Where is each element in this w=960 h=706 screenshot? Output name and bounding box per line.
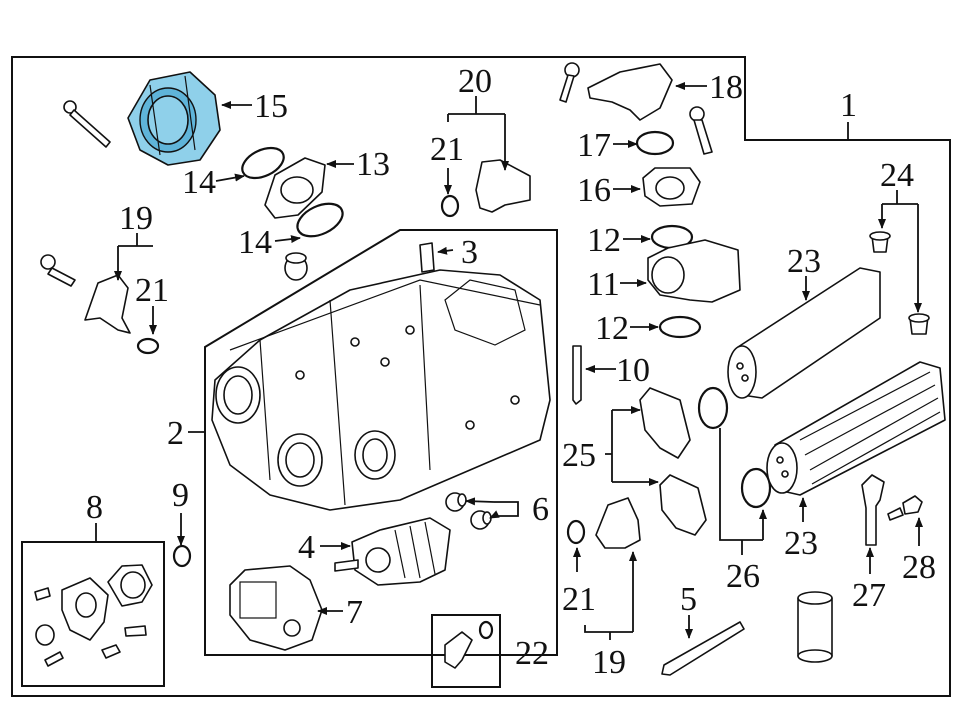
throttle-body-11	[647, 239, 741, 303]
seal-26-lower	[740, 467, 772, 509]
callout-16: 16	[577, 172, 611, 209]
callout-21-left: 21	[135, 272, 169, 309]
callout-2: 2	[167, 415, 184, 452]
intercooler-23-upper	[727, 267, 881, 399]
supercharger-housing-2	[211, 269, 551, 511]
rotor-4	[334, 517, 451, 586]
callout-13: 13	[356, 146, 390, 183]
callout-23-lower: 23	[784, 525, 818, 562]
canister	[797, 591, 833, 663]
cap-24-lower	[908, 313, 930, 335]
callout-19-right: 19	[592, 644, 626, 681]
kit-8-box	[21, 541, 165, 687]
assembly-frame	[11, 56, 951, 697]
callout-24: 24	[880, 157, 914, 194]
callout-19-left: 19	[119, 200, 153, 237]
callout-labels: 1 15 14 13 14 20 21 19 21 3 2 6 4 7 8 9 …	[86, 63, 936, 681]
seal-12-lower	[658, 315, 702, 339]
bolt-15	[63, 100, 111, 148]
sensor-22	[444, 620, 494, 669]
callout-10: 10	[616, 352, 650, 389]
callout-5: 5	[680, 581, 697, 618]
bolt-18-right	[689, 106, 713, 155]
part-15-highlighted[interactable]	[127, 71, 221, 166]
callout-15: 15	[254, 88, 288, 125]
callout-14-upper: 14	[182, 164, 216, 201]
callout-9: 9	[172, 477, 189, 514]
callout-7: 7	[346, 594, 363, 631]
bolt-18-left	[559, 62, 580, 103]
intercooler-23-lower	[766, 361, 946, 496]
callout-20: 20	[458, 63, 492, 100]
sensor-19-left	[84, 274, 131, 334]
seal-14-upper	[241, 146, 285, 180]
callout-4: 4	[298, 529, 315, 566]
callout-8: 8	[86, 489, 103, 526]
callout-6: 6	[532, 491, 549, 528]
plug-near-14	[284, 252, 308, 281]
gasket-25-upper	[639, 387, 691, 459]
callout-11: 11	[587, 266, 620, 303]
washer-21-left	[136, 337, 160, 355]
callout-23-upper: 23	[787, 243, 821, 280]
plug-3	[419, 242, 435, 273]
bracket-19-right	[595, 497, 641, 549]
cap-24-upper	[869, 231, 891, 253]
sensor-20	[475, 159, 531, 213]
callout-21-top: 21	[430, 131, 464, 168]
flange-16	[642, 167, 701, 207]
housing-frame	[204, 229, 558, 656]
callout-27: 27	[852, 577, 886, 614]
seal-17	[635, 130, 675, 156]
plate-13	[264, 157, 326, 219]
callout-3: 3	[461, 234, 478, 271]
seal-9	[172, 544, 192, 568]
callout-14-lower: 14	[238, 224, 272, 261]
callout-25: 25	[562, 437, 596, 474]
pin-10	[572, 345, 582, 405]
cover-7	[229, 565, 323, 651]
callout-18: 18	[709, 69, 743, 106]
washer-21-top	[440, 194, 460, 218]
callout-22: 22	[515, 635, 549, 672]
callout-21-right: 21	[562, 581, 596, 618]
leader-lines	[95, 82, 923, 653]
callout-17: 17	[577, 127, 611, 164]
bushing-6b	[470, 510, 492, 530]
tool-27	[861, 474, 885, 546]
pipe-18	[587, 63, 673, 121]
kit-8-parts	[34, 564, 153, 667]
callout-12-upper: 12	[587, 222, 621, 259]
tool-5	[661, 621, 745, 676]
bolt-19-left	[40, 254, 76, 287]
callout-26: 26	[726, 558, 760, 595]
sensor-22-box	[431, 614, 501, 688]
seal-14-lower	[296, 202, 344, 238]
callout-12-lower: 12	[595, 310, 629, 347]
gasket-25-lower	[659, 474, 707, 536]
bolt-28	[887, 495, 923, 521]
callout-1: 1	[840, 87, 857, 124]
seal-26-upper	[697, 386, 729, 430]
washer-21-right	[566, 519, 586, 545]
callout-28: 28	[902, 549, 936, 586]
bushing-6a	[445, 492, 467, 512]
